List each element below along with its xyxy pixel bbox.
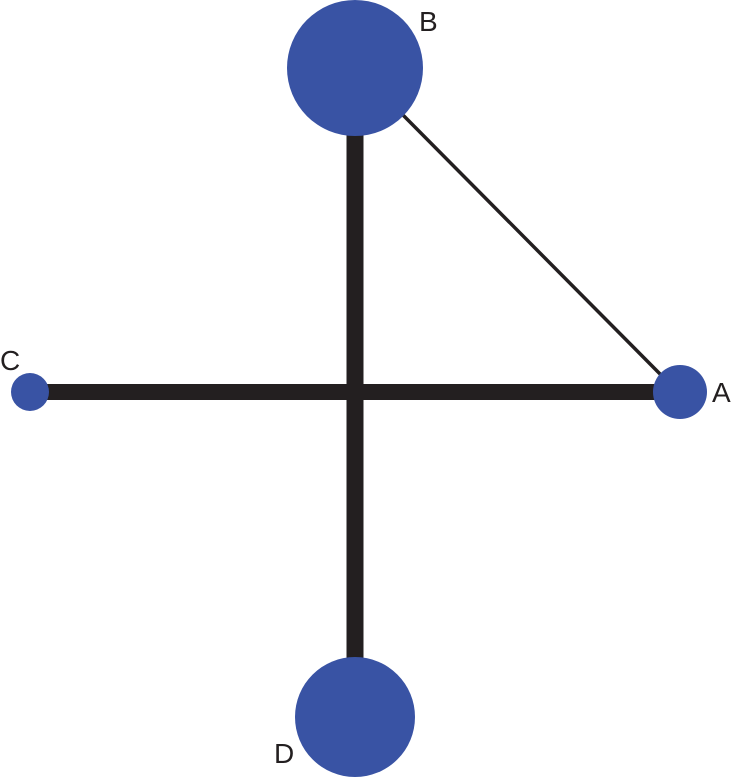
node-c <box>11 373 49 411</box>
node-label-d: D <box>274 738 294 769</box>
node-label-b: B <box>419 6 438 37</box>
node-d <box>295 657 415 777</box>
node-b <box>287 0 423 136</box>
node-label-a: A <box>712 377 731 408</box>
node-a <box>653 365 707 419</box>
edge-b-a <box>396 108 666 380</box>
node-label-c: C <box>0 345 20 376</box>
